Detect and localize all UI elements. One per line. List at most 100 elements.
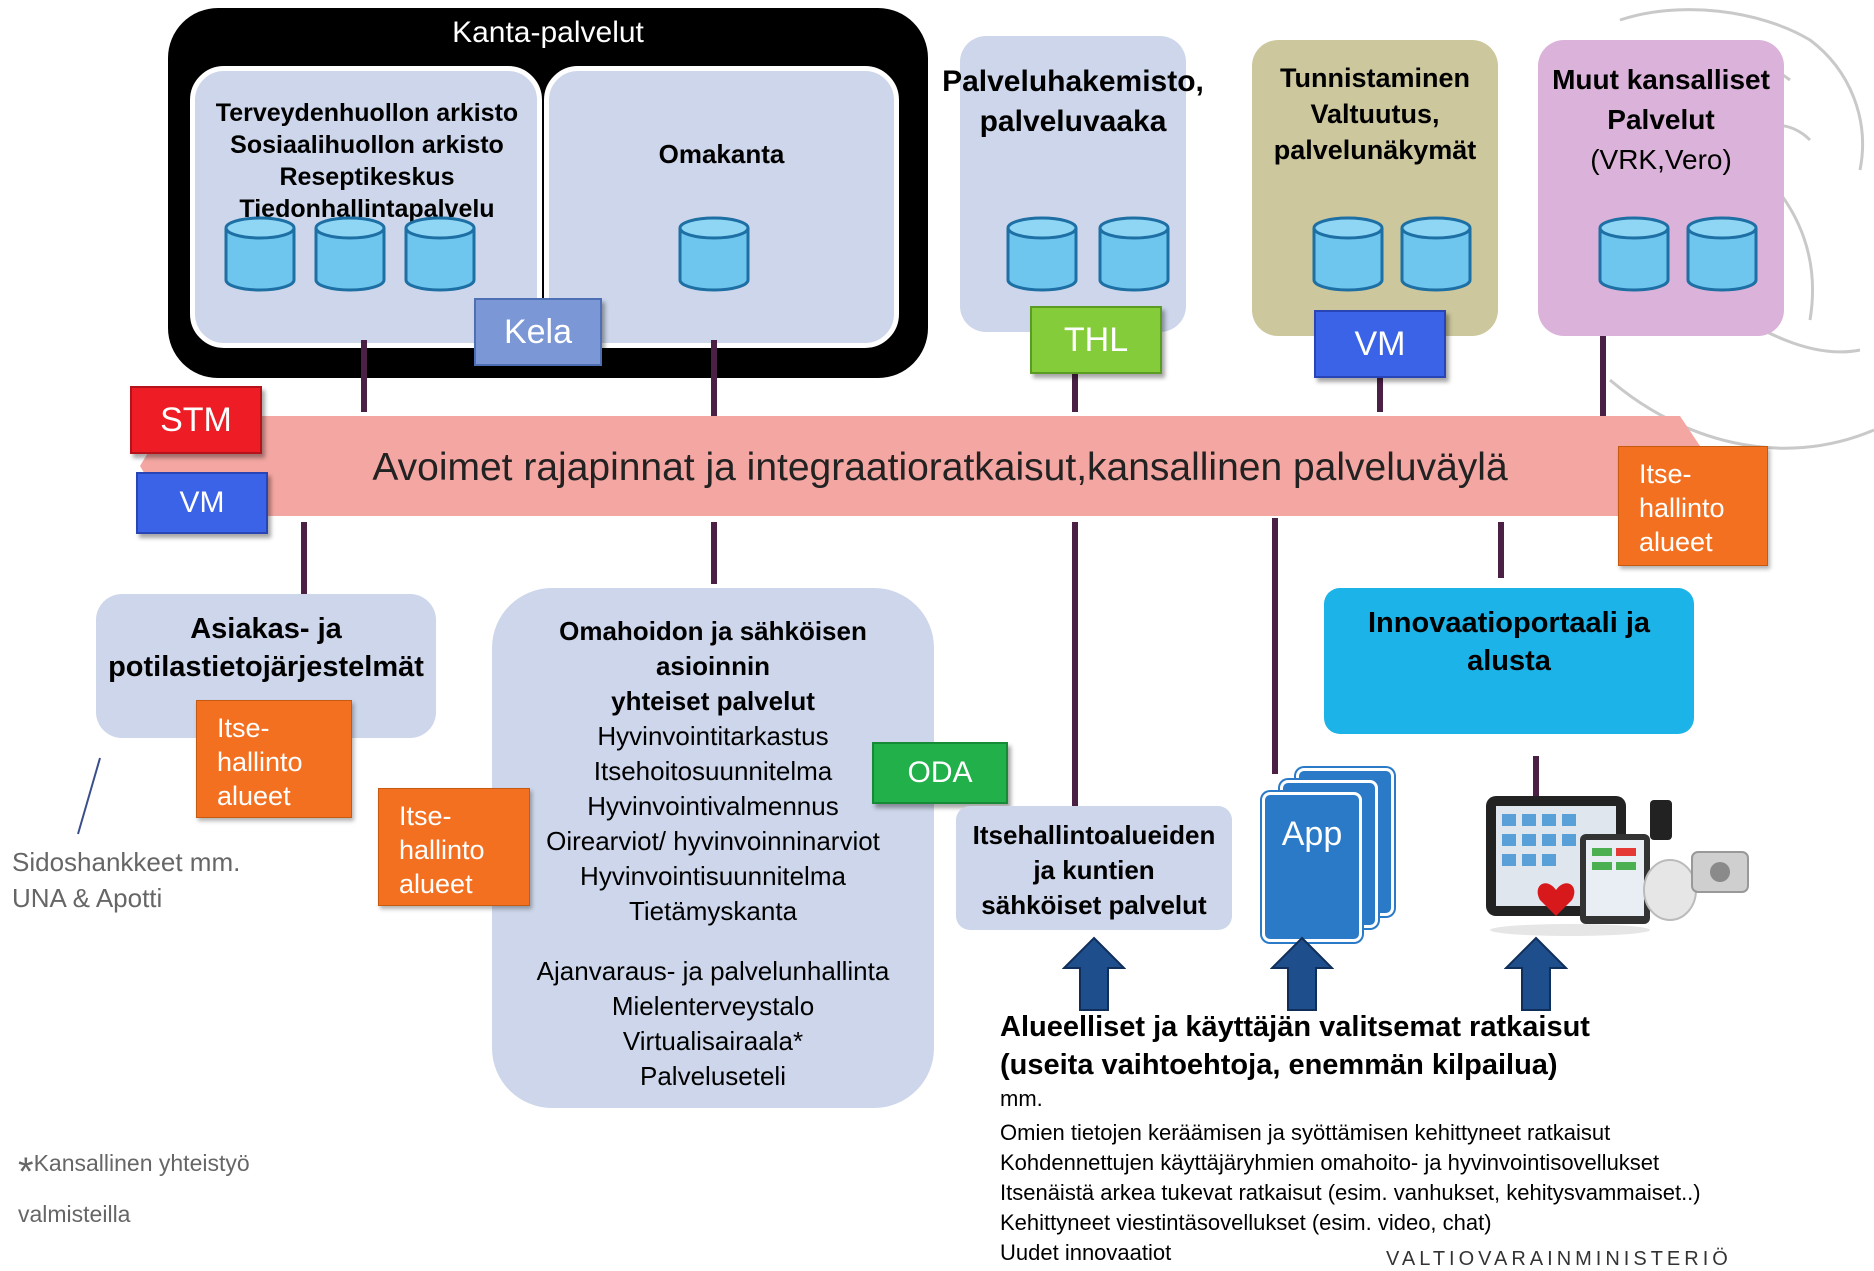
alueelliset-title-line: (useita vaihtoehtoja, enemmän kilpailua) <box>1000 1049 1558 1081</box>
itsehallinto-line: alueet <box>1639 527 1713 557</box>
alueelliset-item: Kehittyneet viestintäsovellukset (esim. … <box>1000 1210 1492 1235</box>
innovaatio-line: alusta <box>1467 645 1551 677</box>
muut-line: Muut kansalliset <box>1552 64 1770 95</box>
sidoshankkeet-line: UNA & Apotti <box>12 883 163 913</box>
asiakas-text: Asiakas- ja potilastietojärjestelmät <box>86 610 446 686</box>
muut-sub: (VRK,Vero) <box>1590 144 1732 175</box>
itsehallinto-line: alueet <box>217 781 291 811</box>
itsehallinto-line: alueet <box>399 869 473 899</box>
omahoito-item: Itsehoitosuunnitelma <box>593 756 833 786</box>
itsehallinto-line: hallinto <box>399 835 485 865</box>
omahoito-item: Hyvinvointitarkastus <box>597 721 829 751</box>
connector-line <box>301 522 307 594</box>
bus-label: Avoimet rajapinnat ja integraatioratkais… <box>372 446 1508 489</box>
alueelliset-block: Alueelliset ja käyttäjän valitsemat ratk… <box>1000 1008 1701 1268</box>
omahoito-item: Oirearviot/ hyvinvoinninarviot <box>546 826 880 856</box>
up-arrow-icon <box>1270 936 1334 1011</box>
connector-line <box>711 340 717 422</box>
itsehallintoalueiden-text: Itsehallintoalueiden ja kuntien sähköise… <box>946 818 1242 923</box>
palveluhakemisto-text: Palveluhakemisto, palveluvaaka <box>940 62 1206 142</box>
valtiovarainministerio-logo: VALTIOVARAINMINISTERIÖ <box>1386 1248 1732 1270</box>
kanta-left-panel: Terveydenhuollon arkisto Sosiaalihuollon… <box>190 66 542 348</box>
tunnistaminen-box: Tunnistaminen Valtuutus, palvelunäkymät <box>1252 40 1498 336</box>
kanta-left-lines: Terveydenhuollon arkisto Sosiaalihuollon… <box>181 97 553 225</box>
omahoito-box: Omahoidon ja sähköisen asioinnin yhteise… <box>492 588 934 1108</box>
alueelliset-mm: mm. <box>1000 1086 1043 1111</box>
omahoito-text: Omahoidon ja sähköisen asioinnin yhteise… <box>452 614 974 1094</box>
omahoito-item: Palveluseteli <box>640 1061 786 1091</box>
palveluvayla-band <box>140 416 1700 516</box>
muut-kansalliset-box: Muut kansalliset Palvelut (VRK,Vero) <box>1538 40 1784 336</box>
vm-tag-left: VM <box>136 472 268 534</box>
alueelliset-item: Uudet innovaatiot <box>1000 1240 1172 1265</box>
itsehallinto-line: hallinto <box>1639 493 1725 523</box>
kanta-title: Kanta-palvelut <box>452 16 644 49</box>
kanta-left-line: Terveydenhuollon arkisto <box>215 99 519 127</box>
up-arrow-icon <box>1062 936 1126 1011</box>
sidoshankkeet-text: Sidoshankkeet mm. UNA & Apotti <box>12 844 240 916</box>
connector-line <box>1072 522 1078 812</box>
alueelliset-title-line: Alueelliset ja käyttäjän valitsemat ratk… <box>1000 1011 1590 1043</box>
muut-text: Muut kansalliset Palvelut (VRK,Vero) <box>1518 60 1804 180</box>
connector-line <box>711 522 717 584</box>
asiakas-line: Asiakas- ja <box>190 613 342 645</box>
muut-line: Palvelut <box>1607 104 1715 135</box>
tunnistaminen-line: palvelunäkymät <box>1273 135 1477 165</box>
omahoito-item: Mielenterveystalo <box>611 991 815 1021</box>
itsehallintoalueiden-box: Itsehallintoalueiden ja kuntien sähköise… <box>956 806 1232 930</box>
app-label: App <box>1281 815 1343 853</box>
palveluhakemisto-line: Palveluhakemisto, <box>942 65 1204 98</box>
kanta-left-line: Reseptikeskus <box>279 163 455 191</box>
footnote-line1: Kansallinen yhteistyö <box>33 1150 250 1176</box>
connector-line <box>1533 756 1539 812</box>
itsehallinto-box-right: Itse- hallinto alueet <box>1618 446 1768 566</box>
app-card-front: App <box>1262 792 1362 942</box>
asiakas-line: potilastietojärjestelmät <box>108 651 424 683</box>
connector-line <box>361 340 367 412</box>
itsehallintoalueiden-line: sähköiset palvelut <box>981 890 1207 920</box>
up-arrow-icon <box>1504 936 1568 1011</box>
itsehallinto-box-left: Itse- hallinto alueet <box>196 700 352 818</box>
omahoito-item: Hyvinvointisuunnitelma <box>580 861 846 891</box>
palveluhakemisto-line: palveluvaaka <box>979 105 1167 138</box>
kanta-left-line: Tiedonhallintapalvelu <box>239 195 495 223</box>
kanta-left-line: Sosiaalihuollon arkisto <box>230 131 504 159</box>
omakanta-title: Omakanta <box>658 139 785 169</box>
itsehallintoalueiden-line: ja kuntien <box>1033 855 1155 885</box>
omahoito-title-line: asioinnin <box>655 651 771 681</box>
stm-tag: STM <box>130 386 262 454</box>
alueelliset-item: Kohdennettujen käyttäjäryhmien omahoito-… <box>1000 1150 1660 1175</box>
footnote-star: * <box>18 1150 34 1194</box>
connector-line <box>1498 522 1504 578</box>
omahoito-title-line: Omahoidon ja sähköisen <box>559 616 867 646</box>
sidoshankkeet-pointer <box>77 757 101 835</box>
devices-illustration <box>1486 796 1749 936</box>
innovaatio-text: Innovaatioportaali ja alusta <box>1324 604 1694 680</box>
kanta-right-panel: Omakanta <box>544 66 899 348</box>
alueelliset-item: Itsenäistä arkea tukevat ratkaisut (esim… <box>1000 1180 1701 1205</box>
palveluhakemisto-box: Palveluhakemisto, palveluvaaka <box>942 36 1204 332</box>
footnote: *Kansallinen yhteistyö valmisteilla <box>18 1150 250 1228</box>
omahoito-item: Tietämyskanta <box>628 896 798 926</box>
omahoito-item: Virtualisairaala* <box>622 1026 804 1056</box>
tunnistaminen-line: Tunnistaminen <box>1279 63 1470 93</box>
innovaatio-box: Innovaatioportaali ja alusta <box>1324 588 1694 734</box>
itsehallintoalueiden-line: Itsehallintoalueiden <box>972 820 1216 850</box>
omahoito-title-line: yhteiset palvelut <box>611 686 815 716</box>
connector-line <box>1272 518 1278 774</box>
itsehallinto-line: Itse- <box>399 801 452 831</box>
vm-tag-top: VM <box>1314 310 1446 378</box>
tunnistaminen-text: Tunnistaminen Valtuutus, palvelunäkymät <box>1252 60 1498 168</box>
connector-line <box>1072 370 1078 412</box>
itsehallinto-line: hallinto <box>217 747 303 777</box>
tunnistaminen-line: Valtuutus, <box>1310 99 1440 129</box>
kela-tag: Kela <box>474 298 602 366</box>
omahoito-item: Hyvinvointivalmennus <box>587 791 839 821</box>
innovaatio-line: Innovaatioportaali ja <box>1368 607 1650 639</box>
sidoshankkeet-line: Sidoshankkeet mm. <box>12 847 241 877</box>
itsehallinto-line: Itse- <box>1639 459 1692 489</box>
itsehallinto-box-middle: Itse- hallinto alueet <box>378 788 530 906</box>
connector-line <box>1600 336 1606 422</box>
footnote-line2: valmisteilla <box>18 1201 131 1227</box>
oda-tag: ODA <box>872 742 1008 804</box>
